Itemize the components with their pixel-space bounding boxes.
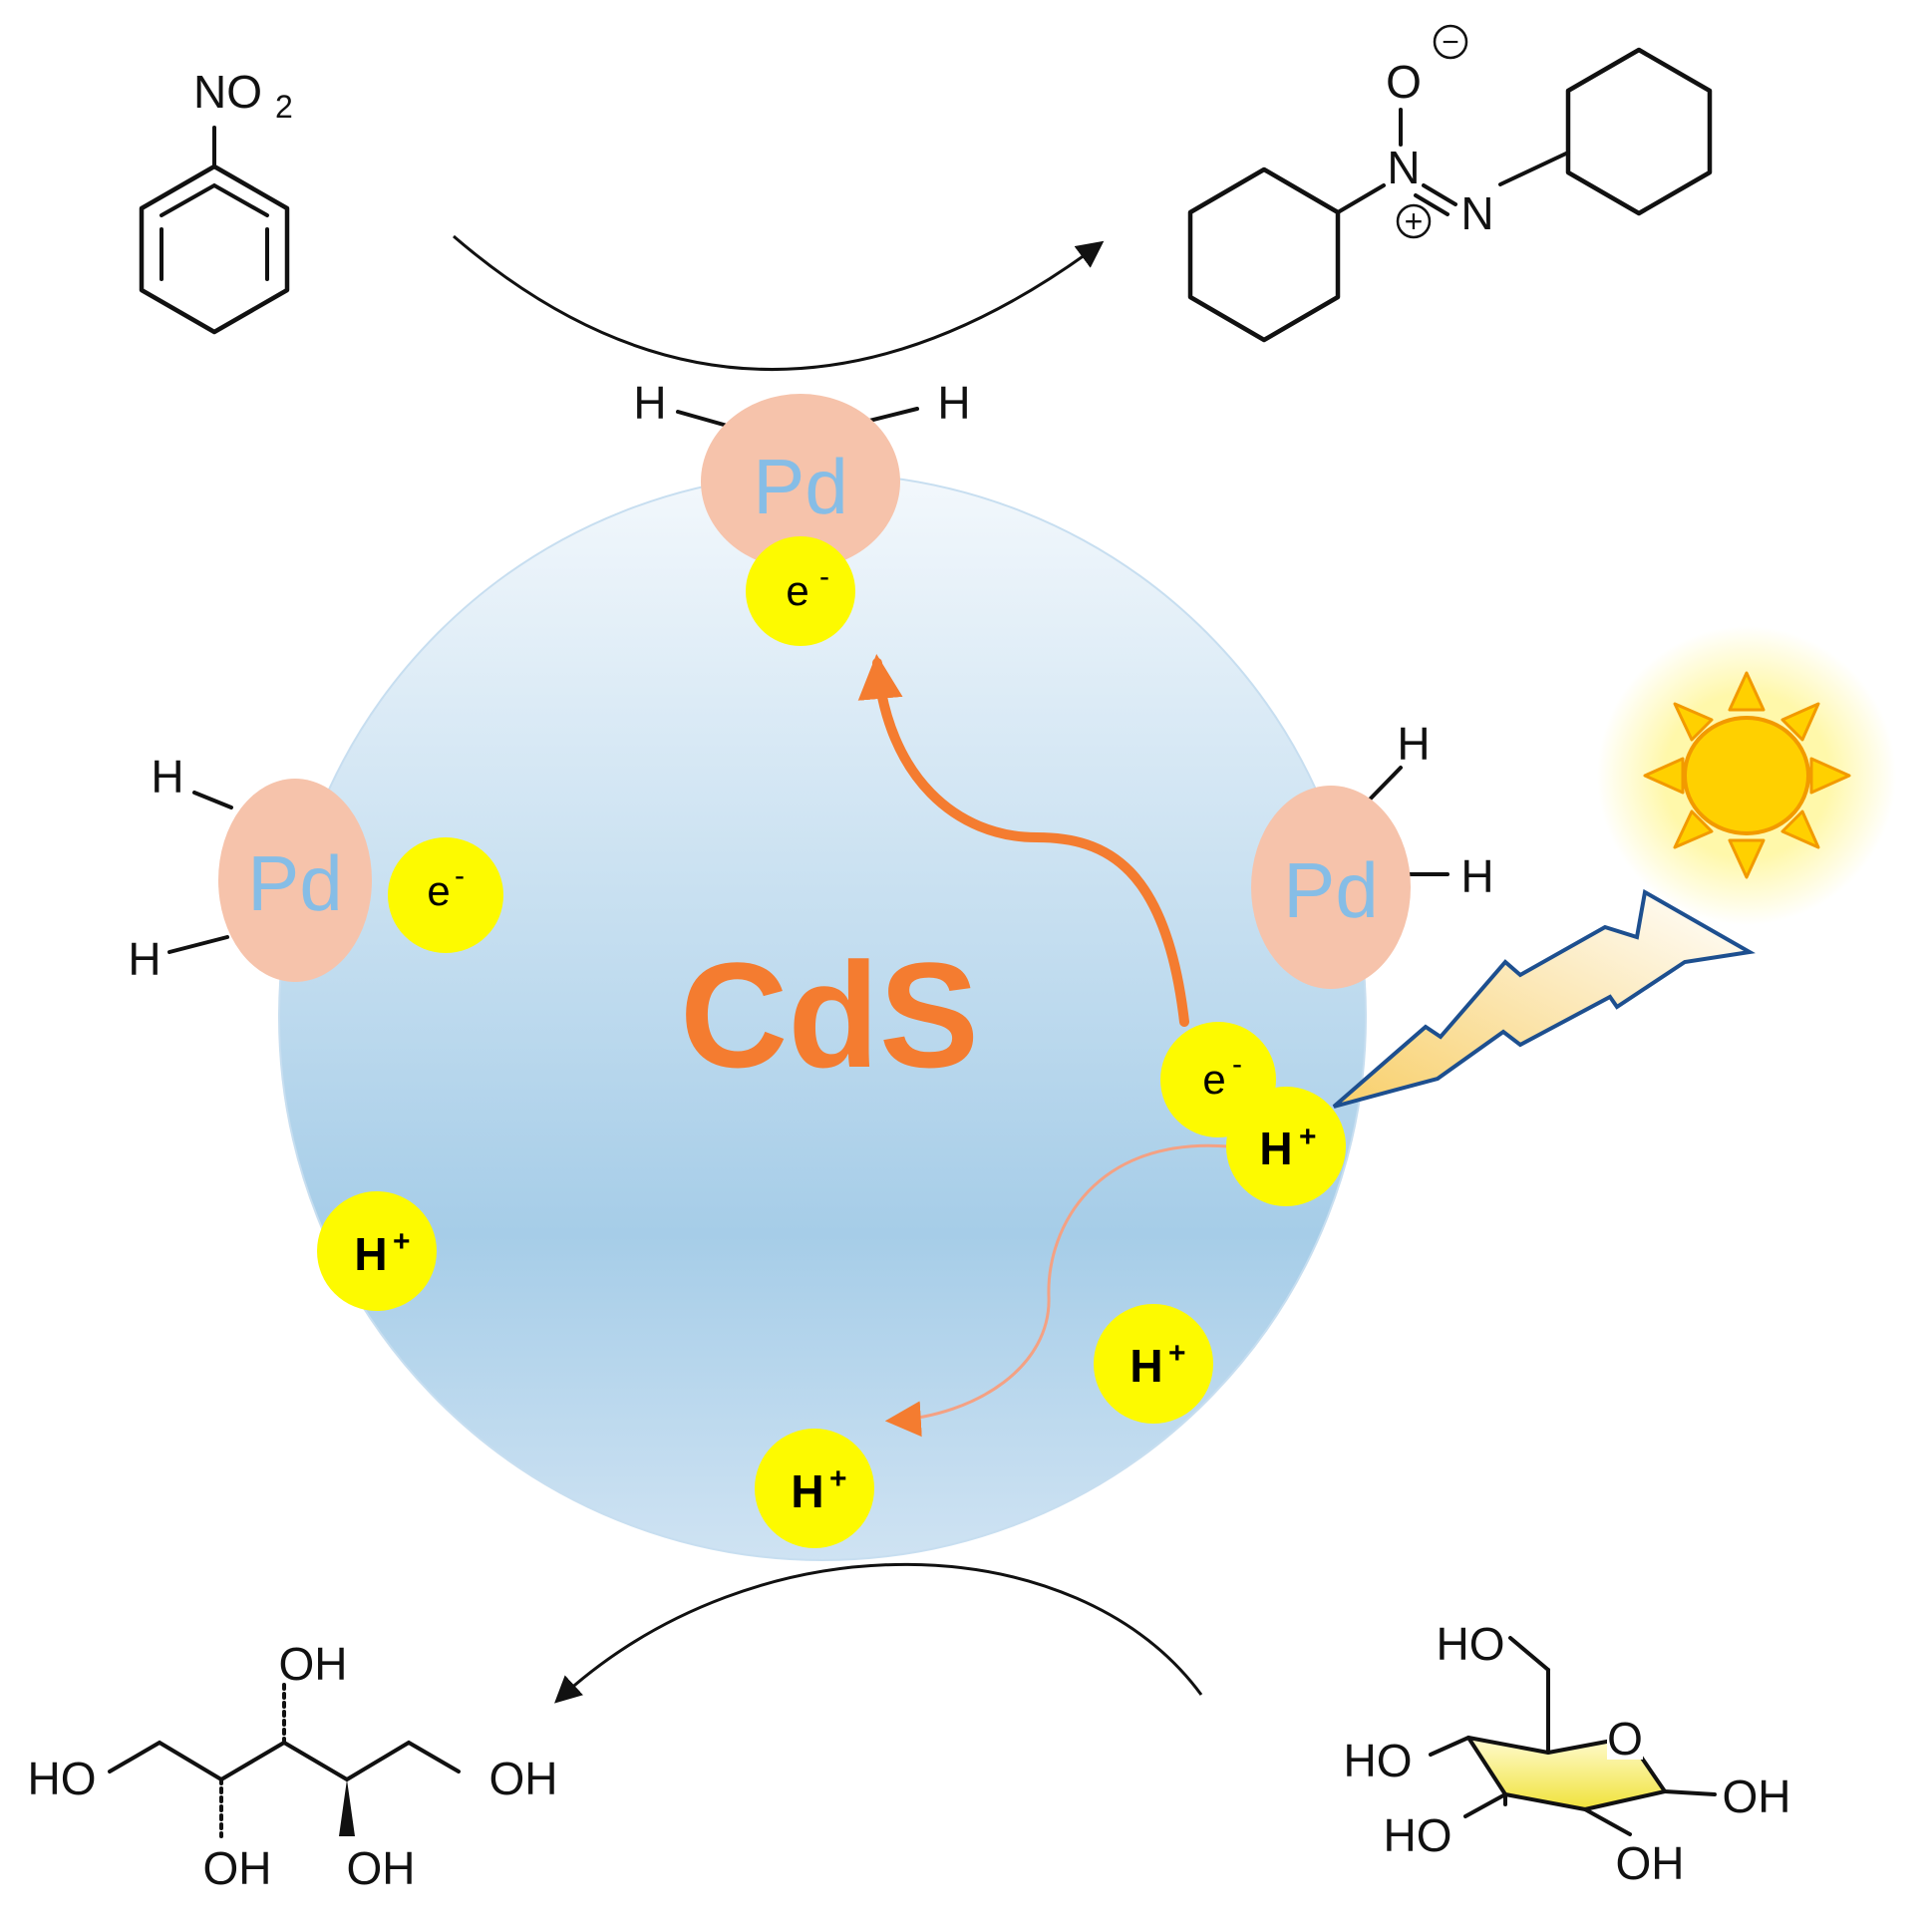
electron-transfer-arrow <box>857 654 1189 1027</box>
svg-text:-: - <box>819 560 829 593</box>
hole-right: H + <box>1094 1304 1213 1424</box>
glucose-ho-top: HO <box>1437 1618 1505 1670</box>
glucose-ho-left: HO <box>1344 1735 1413 1786</box>
lightning-icon <box>1332 888 1756 1109</box>
hole-excited: H + <box>1226 1087 1346 1206</box>
svg-text:H: H <box>1129 1340 1162 1392</box>
sorbitol-oh-bottom-1: OH <box>203 1842 272 1894</box>
azoxybenzene: N N O − + <box>1187 24 1713 343</box>
sun-icon <box>1597 626 1896 925</box>
pd-left-label: Pd <box>247 839 342 927</box>
svg-text:-: - <box>455 859 465 892</box>
electron-left: e - <box>388 837 503 953</box>
glucose: HO HO HO OH OH O <box>1344 1618 1791 1889</box>
svg-text:e: e <box>427 867 450 914</box>
glucose-ho-lower: HO <box>1384 1809 1452 1861</box>
h-top-left: H <box>633 377 666 429</box>
nitro-group-label: NO <box>193 66 262 118</box>
nitro-subscript: 2 <box>275 89 293 125</box>
h-right-top: H <box>1397 718 1430 770</box>
hole-left: H + <box>317 1191 437 1311</box>
svg-text:e: e <box>786 567 808 614</box>
pd-right: H H Pd <box>1251 718 1494 989</box>
glucose-ring-oxygen: O <box>1607 1713 1643 1765</box>
pd-left: H H Pd <box>128 751 372 985</box>
svg-text:H: H <box>354 1228 387 1280</box>
svg-text:H: H <box>791 1465 823 1517</box>
n-azo-label: N <box>1460 187 1493 239</box>
hole-bottom: H + <box>755 1429 874 1548</box>
svg-text:+: + <box>1299 1121 1317 1153</box>
svg-text:e: e <box>1202 1056 1225 1103</box>
sorbitol: OH HO OH OH OH <box>28 1638 558 1894</box>
bottom-reaction-arrow <box>554 1562 1203 1704</box>
pd-top: H H Pd <box>633 377 971 569</box>
svg-text:H: H <box>1259 1123 1292 1174</box>
n-oxide-label: N <box>1387 142 1420 193</box>
sorbitol-oh-top: OH <box>279 1638 348 1690</box>
sorbitol-ho-left: HO <box>28 1753 97 1804</box>
h-right-bottom: H <box>1460 850 1493 902</box>
oxygen-label: O <box>1386 56 1422 108</box>
h-top-right: H <box>937 377 970 429</box>
hole-transfer-arrow <box>884 1143 1229 1438</box>
cds-label: CdS <box>680 931 979 1099</box>
top-reaction-arrow <box>453 234 1105 371</box>
h-left-bottom: H <box>128 933 161 985</box>
svg-text:-: - <box>1232 1048 1242 1081</box>
h-left-top: H <box>151 751 183 803</box>
nitrobenzene: NO 2 <box>139 66 293 335</box>
plus-charge: + <box>1405 203 1424 239</box>
glucose-oh-right: OH <box>1723 1771 1791 1822</box>
electron-top: e - <box>746 536 855 646</box>
pd-right-label: Pd <box>1283 846 1378 934</box>
svg-text:+: + <box>393 1225 411 1258</box>
sorbitol-oh-right: OH <box>489 1753 558 1804</box>
pd-top-label: Pd <box>753 443 847 530</box>
svg-text:+: + <box>829 1462 847 1495</box>
sorbitol-oh-bottom-2: OH <box>347 1842 416 1894</box>
glucose-oh-bottom: OH <box>1616 1837 1685 1889</box>
minus-charge: − <box>1442 26 1459 59</box>
svg-text:+: + <box>1168 1337 1186 1370</box>
